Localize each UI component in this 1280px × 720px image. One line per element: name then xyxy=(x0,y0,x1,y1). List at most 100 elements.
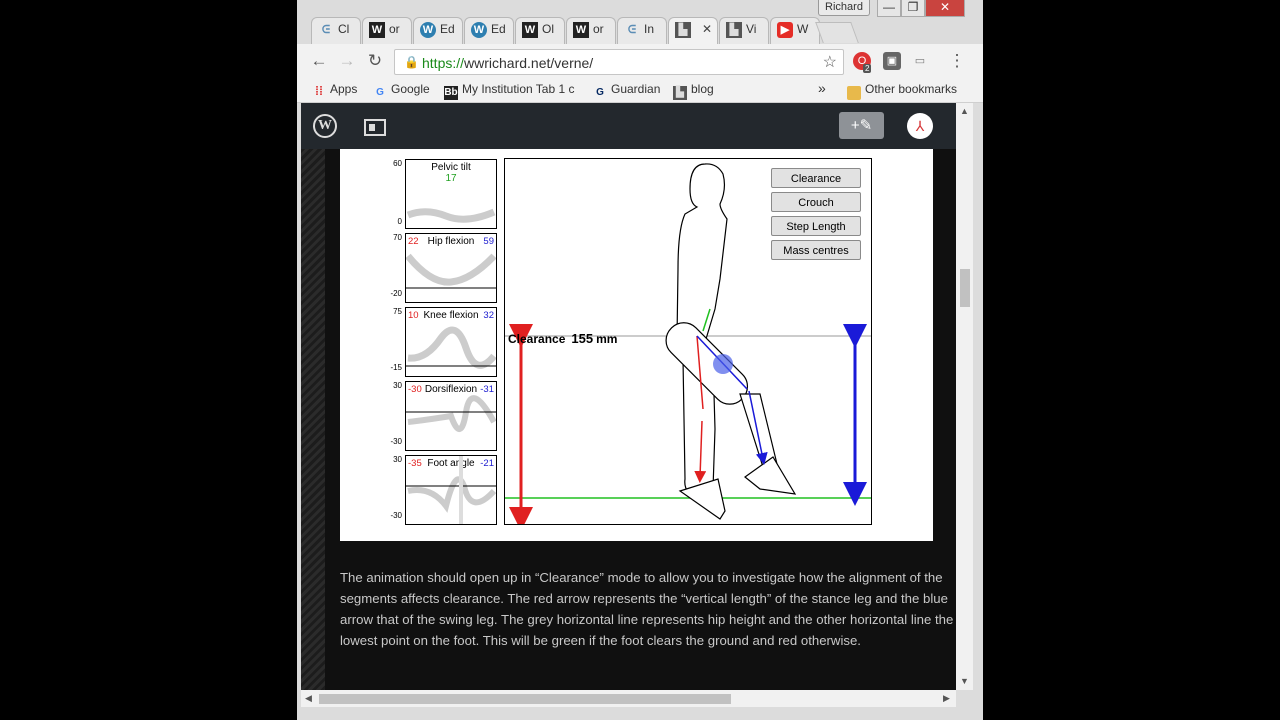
close-window-button[interactable]: ✕ xyxy=(925,0,965,17)
mass-centres-button[interactable]: Mass centres xyxy=(771,240,861,260)
tab-label: or xyxy=(593,22,604,37)
chart-panel-pelvic-tilt: Pelvic tilt 17 xyxy=(405,159,497,229)
axis-tick-top: 70 xyxy=(393,233,402,242)
address-bar[interactable]: 🔒 https://wwrichard.net/verne/ ☆ xyxy=(394,49,844,75)
axis-tick-bottom: -15 xyxy=(390,363,402,372)
profile-chip[interactable]: Richard xyxy=(818,0,870,16)
bookmark-star-icon[interactable]: ☆ xyxy=(822,54,837,71)
image-icon: ▙ xyxy=(675,22,691,38)
other-bookmarks[interactable]: f Other bookmarks xyxy=(847,82,957,100)
tab-label: Ed xyxy=(491,22,506,37)
scroll-up-arrow-icon[interactable]: ▲ xyxy=(960,106,969,116)
url-path: wwrichard.net/verne/ xyxy=(464,55,594,71)
article-paragraph: The animation should open up in “Clearan… xyxy=(340,570,954,648)
tab-label: or xyxy=(389,22,400,37)
new-tab-button[interactable] xyxy=(815,22,859,43)
page-viewport: W +✎ ⅄ Pelvic tilt 17 60 0 22 Hip flexio… xyxy=(301,103,956,690)
panel-left-value: -30 xyxy=(408,384,422,395)
scroll-left-arrow-icon[interactable]: ◀ xyxy=(305,693,312,703)
minimize-button[interactable]: — xyxy=(877,0,901,17)
folder-icon: f xyxy=(847,86,861,100)
guardian-icon: G xyxy=(596,87,604,98)
step-length-button[interactable]: Step Length xyxy=(771,216,861,236)
post-content: Pelvic tilt 17 60 0 22 Hip flexion 59 70… xyxy=(325,149,956,690)
tab-10[interactable]: ▶W xyxy=(770,17,820,44)
panel-title: Foot angle xyxy=(427,458,475,469)
panel-right-value: 59 xyxy=(483,236,494,247)
clearance-button[interactable]: Clearance xyxy=(771,168,861,188)
horizontal-scroll-thumb[interactable] xyxy=(319,694,731,704)
panel-title: Pelvic tilt xyxy=(431,162,471,173)
chart-panel-dorsiflexion: -30 Dorsiflexion -31 xyxy=(405,381,497,451)
extension-evernote-icon[interactable]: ▣ xyxy=(883,52,901,70)
tab-close-icon[interactable]: ✕ xyxy=(701,22,712,36)
scroll-down-arrow-icon[interactable]: ▼ xyxy=(960,676,969,686)
swing-foot-outline xyxy=(744,456,797,495)
write-post-button[interactable]: +✎ xyxy=(839,112,884,139)
dorsiflexion-trace xyxy=(406,395,496,432)
drag-cursor xyxy=(713,354,733,374)
wordpress-admin-bar: W +✎ ⅄ xyxy=(301,103,956,149)
bb-icon: Bb xyxy=(444,86,458,100)
tab-label: Vi xyxy=(746,22,757,37)
w-icon: W xyxy=(573,22,589,38)
w-icon: W xyxy=(522,22,538,38)
tab-active[interactable]: ▙✕ xyxy=(668,17,718,44)
vertical-scrollbar[interactable]: ▲ ▼ xyxy=(956,103,973,690)
crouch-button[interactable]: Crouch xyxy=(771,192,861,212)
menu-kebab-icon[interactable]: ⋮ xyxy=(948,51,966,70)
axis-tick-bottom: -30 xyxy=(390,437,402,446)
blog-icon: ▙ xyxy=(673,86,687,100)
tab-4[interactable]: W Ed xyxy=(464,17,514,44)
horizontal-scrollbar[interactable]: ◀ ▶ xyxy=(301,690,956,707)
swirl-icon: ᕮ xyxy=(321,24,331,36)
bookmark-label: My Institution Tab 1 c xyxy=(462,82,575,96)
vertical-scroll-thumb[interactable] xyxy=(960,269,970,307)
scroll-right-arrow-icon[interactable]: ▶ xyxy=(943,693,950,703)
axis-tick-top: 30 xyxy=(393,455,402,464)
panel-title: Knee flexion xyxy=(423,310,479,321)
gait-animation-figure[interactable]: Pelvic tilt 17 60 0 22 Hip flexion 59 70… xyxy=(340,149,933,541)
cast-icon[interactable]: ▭ xyxy=(914,55,926,67)
knee-flexion-trace xyxy=(406,326,496,369)
wordpress-icon: W xyxy=(471,22,487,38)
avatar[interactable]: ⅄ xyxy=(907,113,933,139)
chart-panel-foot-angle: -35 Foot angle -21 xyxy=(405,455,497,525)
bookmark-label: Other bookmarks xyxy=(865,82,958,96)
tab-label: W xyxy=(797,22,809,37)
window-bottom-frame xyxy=(297,707,983,720)
bookmarks-overflow-button[interactable]: » xyxy=(818,80,826,96)
bookmark-apps[interactable]: ⁞⁞Apps xyxy=(312,82,357,98)
tab-9[interactable]: ▙ Vi xyxy=(719,17,769,44)
foot-angle-trace xyxy=(406,456,496,524)
panel-right-value: -21 xyxy=(480,458,494,469)
url-text[interactable]: https://wwrichard.net/verne/ xyxy=(422,55,593,71)
clearance-unit: mm xyxy=(596,332,618,346)
panel-left-value: 10 xyxy=(408,310,419,321)
reload-icon[interactable]: ↻ xyxy=(367,51,383,70)
panel-right-value: -31 xyxy=(480,384,494,395)
stance-shank-vector xyxy=(694,420,707,483)
bookmark-label: Apps xyxy=(330,82,358,96)
tab-label: In xyxy=(644,22,655,37)
image-icon: ▙ xyxy=(726,22,742,38)
bookmark-institution[interactable]: Bb My Institution Tab 1 c xyxy=(444,82,579,100)
axis-tick-top: 60 xyxy=(393,159,402,168)
reader-icon[interactable] xyxy=(364,119,386,136)
wordpress-icon[interactable]: W xyxy=(313,114,337,138)
back-arrow-icon[interactable]: ← xyxy=(310,51,328,70)
panel-value: 17 xyxy=(445,173,457,184)
forward-arrow-icon[interactable]: → xyxy=(338,51,356,70)
maximize-button[interactable]: ❐ xyxy=(901,0,925,17)
bookmark-blog[interactable]: ▙blog xyxy=(673,82,714,100)
